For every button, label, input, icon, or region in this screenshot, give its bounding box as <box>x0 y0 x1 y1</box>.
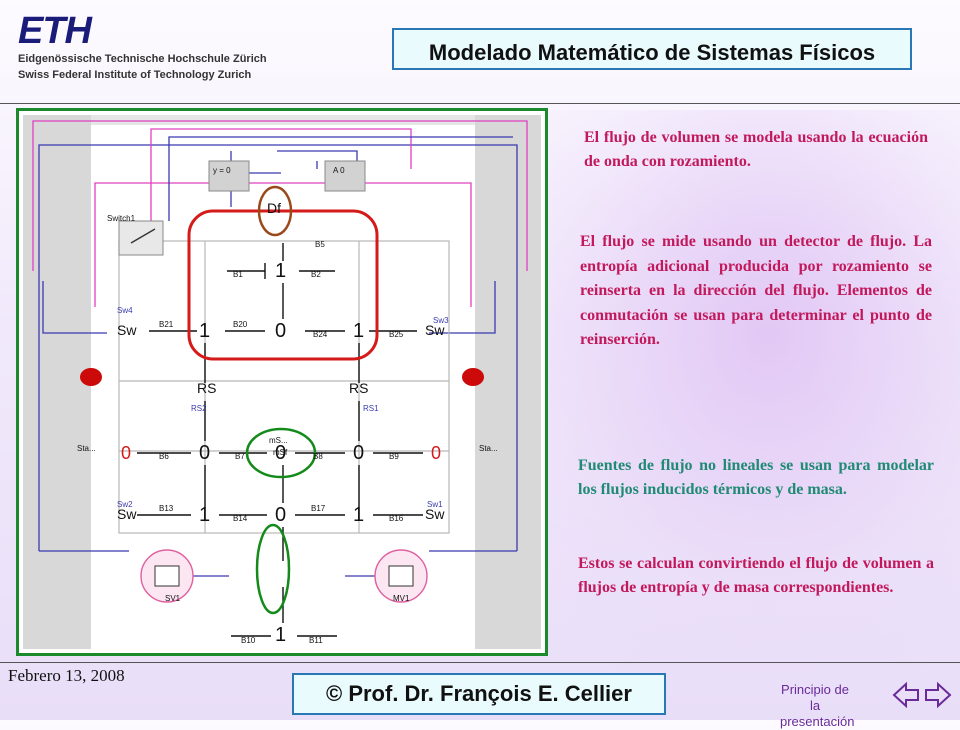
svg-text:Sw: Sw <box>117 322 137 338</box>
svg-text:0: 0 <box>121 443 131 463</box>
svg-text:y = 0: y = 0 <box>213 166 231 175</box>
svg-text:RS2: RS2 <box>191 404 207 413</box>
text-conversion: Estos se calculan convirtiendo el flujo … <box>578 555 934 596</box>
title-box <box>392 28 912 70</box>
svg-text:Sw4: Sw4 <box>117 306 133 315</box>
svg-text:B21: B21 <box>159 320 174 329</box>
svg-text:MV1: MV1 <box>393 594 410 603</box>
svg-text:B14: B14 <box>233 514 248 523</box>
svg-text:0: 0 <box>353 442 364 464</box>
svg-text:Sta...: Sta... <box>77 444 96 453</box>
svg-text:Sw: Sw <box>117 506 137 522</box>
svg-text:Sw: Sw <box>425 506 445 522</box>
svg-text:Df: Df <box>267 200 281 216</box>
home-link[interactable]: Principio de la presentación <box>780 682 855 729</box>
page-title: Modelado Matemático de Sistemas Físicos <box>428 40 876 65</box>
svg-text:Sta...: Sta... <box>479 444 498 453</box>
logo-text: ETH <box>18 10 92 52</box>
footer-divider <box>0 662 960 663</box>
svg-text:B25: B25 <box>389 330 404 339</box>
bond-graph-svg: 1 1 0 1 0 0 0 1 0 1 1 0 0 Sw Sw Sw Sw RS… <box>23 115 541 649</box>
text-flow-sources: Fuentes de flujo no lineales se usan par… <box>578 457 934 498</box>
svg-text:B20: B20 <box>233 320 248 329</box>
svg-text:A 0: A 0 <box>333 166 345 175</box>
text-flow-detector: El flujo se mide usando un detector de f… <box>580 233 932 348</box>
footer-date: Febrero 13, 2008 <box>8 666 125 685</box>
svg-text:B10: B10 <box>241 636 256 645</box>
svg-text:RS: RS <box>349 380 368 396</box>
logo-subtitle-1: Eidgenössische Technische Hochschule Zür… <box>18 53 267 65</box>
svg-text:RS1: RS1 <box>363 404 379 413</box>
svg-text:0: 0 <box>275 442 286 464</box>
svg-text:0: 0 <box>199 442 210 464</box>
svg-text:1: 1 <box>199 504 210 526</box>
bond-graph-diagram: 1 1 0 1 0 0 0 1 0 1 1 0 0 Sw Sw Sw Sw RS… <box>16 108 548 656</box>
svg-text:B6: B6 <box>159 452 169 461</box>
svg-text:RS: RS <box>197 380 216 396</box>
svg-text:B8: B8 <box>313 452 323 461</box>
svg-text:B11: B11 <box>309 636 323 645</box>
svg-text:B2: B2 <box>311 270 321 279</box>
background-glow <box>480 110 960 670</box>
svg-text:B13: B13 <box>159 504 174 513</box>
svg-text:B9: B9 <box>389 452 399 461</box>
prev-arrow-icon[interactable] <box>892 681 919 709</box>
logo-subtitle-2: Swiss Federal Institute of Technology Zu… <box>18 69 252 81</box>
svg-text:Sw3: Sw3 <box>433 316 449 325</box>
svg-text:B5: B5 <box>315 240 325 249</box>
svg-text:1: 1 <box>275 624 286 646</box>
text-volume-flow: El flujo de volumen se modela usando la … <box>584 129 928 170</box>
svg-text:Switch1: Switch1 <box>107 214 136 223</box>
next-arrow-icon[interactable] <box>925 681 952 709</box>
svg-text:B24: B24 <box>313 330 328 339</box>
svg-text:1: 1 <box>353 320 364 342</box>
svg-text:Sw2: Sw2 <box>117 500 133 509</box>
svg-text:Sw1: Sw1 <box>427 500 443 509</box>
svg-text:Sw: Sw <box>425 322 445 338</box>
header-divider <box>0 103 960 104</box>
svg-text:B1: B1 <box>233 270 243 279</box>
svg-text:0: 0 <box>431 443 441 463</box>
svg-text:0: 0 <box>275 320 286 342</box>
svg-text:B7: B7 <box>235 452 245 461</box>
svg-text:1: 1 <box>353 504 364 526</box>
eth-logo: ETH Eidgenössische Technische Hochschule… <box>18 12 267 82</box>
svg-text:B16: B16 <box>389 514 404 523</box>
svg-text:0: 0 <box>275 504 286 526</box>
nav-arrows <box>892 680 952 710</box>
svg-text:SV1: SV1 <box>165 594 181 603</box>
junction-label: 1 <box>275 260 286 282</box>
svg-text:B17: B17 <box>311 504 326 513</box>
svg-text:mSf: mSf <box>273 448 288 457</box>
svg-text:mS...: mS... <box>269 436 288 445</box>
footer-author: © Prof. Dr. François E. Cellier <box>292 673 666 715</box>
svg-text:1: 1 <box>199 320 210 342</box>
